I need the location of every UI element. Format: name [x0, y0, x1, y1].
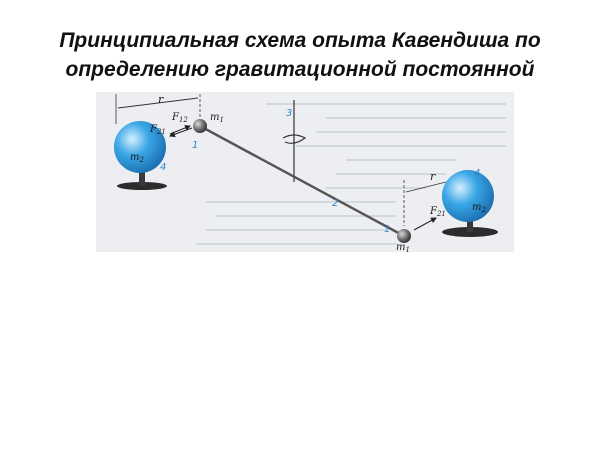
number-4-right: 4: [474, 168, 480, 179]
slide-title: Принципиальная схема опыта Кавендиша по …: [20, 26, 580, 84]
large-ball-right: [442, 170, 494, 222]
force-f21-arrow-right: [413, 217, 437, 231]
m1-label-left: m1: [210, 112, 224, 124]
r-dimension-left: [117, 97, 199, 109]
number-2-rod: 2: [332, 198, 338, 209]
number-1-left: 1: [192, 140, 198, 151]
small-ball-left: [193, 119, 207, 133]
m2-label-left: m2: [130, 152, 144, 164]
m2-label-right: m2: [472, 202, 486, 214]
small-ball-right: [397, 229, 411, 243]
rod: [199, 124, 405, 238]
cavendish-diagram: r m2 4 F12 F21 m1 1 3 2 m1 1: [96, 92, 514, 252]
slide-title-line-2: определению гравитационной постоянной: [65, 58, 535, 81]
slide-title-line-1: Принципиальная схема опыта Кавендиша по: [59, 29, 541, 52]
r-label-left: r: [158, 93, 164, 106]
r-label-right: r: [430, 170, 436, 183]
f12-label: F12: [171, 112, 188, 124]
stand-post-left: [139, 164, 145, 186]
f21-label-right: F21: [429, 206, 446, 218]
background-text-texture: [196, 103, 506, 245]
m1-label-right: m1: [396, 242, 410, 252]
paper-background: [96, 92, 514, 252]
number-1-right: 1: [384, 224, 390, 235]
f21-label-left: F21: [149, 124, 166, 136]
force-f21-arrow-left: [169, 127, 193, 138]
number-3-thread: 3: [286, 108, 292, 119]
large-ball-left: [114, 121, 166, 173]
cavendish-diagram-svg: r m2 4 F12 F21 m1 1 3 2 m1 1: [96, 92, 514, 252]
number-4-left: 4: [160, 162, 166, 173]
rotation-arrow-icon: [282, 134, 307, 144]
